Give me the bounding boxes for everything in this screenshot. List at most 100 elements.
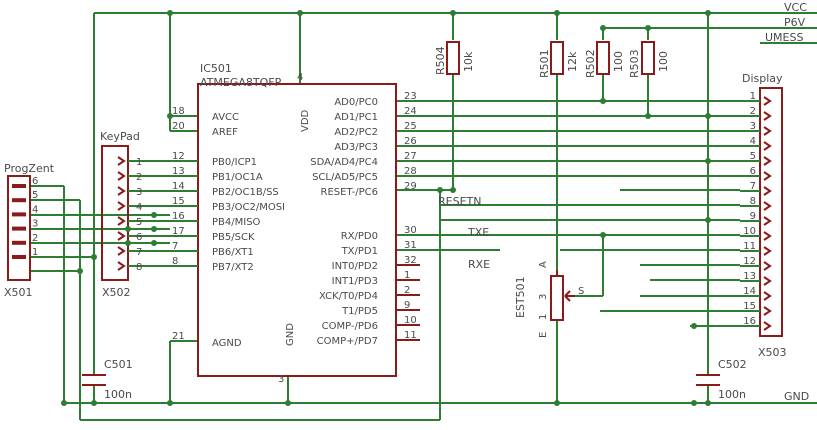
display-pin-icon [763,246,772,256]
ic-pin-num: 14 [172,181,185,192]
c502-ref: C502 [718,358,747,371]
ic-ref: IC501 [200,62,232,75]
r501-value: 12k [566,51,579,72]
display-title: Display [742,72,783,85]
ic-pin-name: AD1/PC1 [334,112,378,123]
net-gnd: GND [784,390,809,403]
keypad-ref: X502 [102,286,131,299]
ic-pin-num: 7 [172,241,178,252]
display-pin-icon [763,186,772,196]
c501-value: 100n [104,388,132,401]
display-pin-icon [763,96,772,106]
junction-dot [91,254,97,260]
parts [7,41,783,386]
ic-pin-num: 24 [404,106,417,117]
c501-ref: C501 [104,358,133,371]
ic-pin-num: 2 [404,285,410,296]
display-header [759,87,783,337]
ic-gnd-label: GND [285,323,296,346]
net-umess: UMESS [765,31,803,44]
ic-pin-name: PB7/XT2 [212,262,254,273]
progzent-pin-num: 5 [32,190,38,201]
ic-pin-num: 16 [172,211,185,222]
ic-pin-num: 27 [404,151,417,162]
display-pin-icon [763,126,772,136]
ic-pin-name: SCL/AD5/PC5 [312,172,378,183]
r501-body [550,41,564,75]
junction-dot [61,400,67,406]
junction-dot [77,268,83,274]
junction-dot [151,240,157,246]
ic-pin-num: 32 [404,255,417,266]
junction-dot [151,212,157,218]
display-pin-icon [763,306,772,316]
net-rxe: RXE [468,258,490,271]
display-pin-icon [763,276,772,286]
ic-pin-name: AD2/PC2 [334,127,378,138]
display-ref: X503 [758,346,787,359]
keypad-pin-icon [117,201,126,211]
net-vcc: VCC [784,1,807,14]
ic-pin-num: 1 [404,270,410,281]
ic-pin-num: 29 [404,181,417,192]
junction-dot [705,10,711,16]
display-pin-num: 3 [750,121,756,132]
display-pin-num: 6 [750,166,756,177]
ic-pin-name: SDA/AD4/PC4 [310,157,378,168]
r503-body [641,41,655,75]
progzent-pin-icon [12,240,26,245]
keypad-pin-num: 1 [136,157,142,168]
ic501-body [197,83,397,377]
keypad-pin-icon [117,171,126,181]
keypad-pin-icon [117,156,126,166]
progzent-pin-icon [12,226,26,231]
junction-dot [297,10,303,16]
r502-body [596,41,610,75]
display-pin-icon [763,261,772,271]
r501-ref: R501 [538,49,551,78]
ic-pin-name: RX/PD0 [341,231,378,242]
ic-pin-name: AD3/PC3 [334,142,378,153]
junction-dot [600,25,606,31]
keypad-pin-icon [117,186,126,196]
ic-pin-num: 26 [404,136,417,147]
est501-num-1: 1 [538,314,549,320]
display-pin-num: 8 [750,196,756,207]
ic-pin-num: 28 [404,166,417,177]
ic-pin-num: 18 [172,106,185,117]
ic-pin-num: 13 [172,166,185,177]
r502-ref: R502 [584,49,597,78]
keypad-pin-icon [117,216,126,226]
display-pin-icon [763,156,772,166]
progzent-pin-num: 6 [32,176,38,187]
junction-dot [645,25,651,31]
ic-pin-num: 30 [404,225,417,236]
junction-dot [167,400,173,406]
display-pin-num: 16 [743,316,756,327]
est501-body [550,275,564,321]
est501-pin-s: S [578,286,584,297]
junction-dot [91,400,97,406]
keypad-pin-num: 4 [136,202,142,213]
net-txe: TXE [467,226,489,239]
display-pin-num: 9 [750,211,756,222]
ic-pin-name: COMP+/PD7 [317,336,378,347]
ic-pin-name: AVCC [212,112,239,123]
display-pin-num: 4 [750,136,756,147]
display-pin-num: 5 [750,151,756,162]
ic-pin-name: PB0/ICP1 [212,157,257,168]
keypad-pin-num: 5 [136,217,142,228]
ic-pin-num: 10 [404,315,417,326]
ic-pin-num: 9 [404,300,410,311]
ic-pin-name: RESET-/PC6 [321,187,378,198]
display-pin-icon [763,111,772,121]
ic-pin-name: AREF [212,127,238,138]
junction-dot [450,187,456,193]
r502-value: 100 [612,51,625,72]
ic-pin-num: 23 [404,91,417,102]
junction-dot [554,10,560,16]
r503-value: 100 [657,51,670,72]
junction-dot [125,226,131,232]
